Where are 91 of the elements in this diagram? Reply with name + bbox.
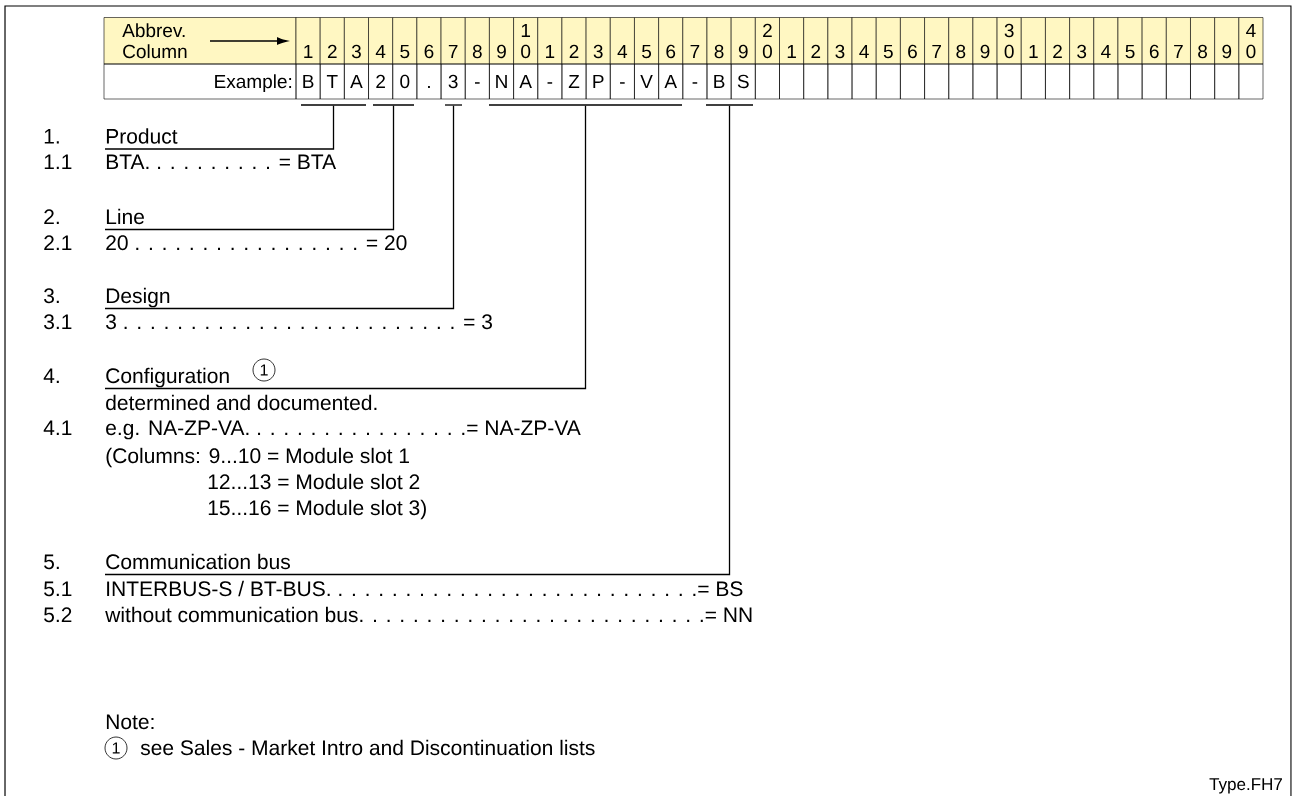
column-number-cell: 7 (1166, 17, 1191, 65)
code-letter-cell: - (610, 63, 635, 100)
column-number-cell: 4 (610, 17, 635, 65)
column-number-cell: 3 (1069, 17, 1095, 65)
code-line: 3 . . . . . . . . . . . . . . . . . . . . . . . . . = 3 (106, 314, 492, 330)
column-number-cell: 6 (900, 17, 925, 65)
column-number-cell: 1 (1020, 17, 1046, 65)
code-letter-cell: - (537, 63, 563, 100)
code-letter-cell: Z (561, 63, 587, 100)
item-number: 2. (44, 209, 59, 224)
section-heading: Design (106, 287, 170, 308)
item-number: 5.1 (44, 581, 72, 597)
item-number: 1.1 (44, 154, 72, 169)
column-number-cell: 6 (658, 17, 684, 65)
column-number-cell: 2 (803, 17, 829, 65)
column-number-cell: 9 (1214, 17, 1240, 65)
code-letter-cell: . (416, 63, 442, 100)
code-letter-cell: A (658, 63, 684, 100)
column-number-cell: 1 (295, 17, 321, 65)
code-letter-cell: A (344, 63, 369, 100)
callout-number: 1 (252, 358, 276, 382)
document-id: Type.FH7 (1209, 778, 1282, 794)
column-number-cell: 8 (706, 17, 732, 65)
column-number-cell: 5 (875, 17, 901, 65)
note-text: see Sales - Market Intro and Discontinuation lists (140, 739, 595, 756)
code-letter-cell: - (682, 63, 708, 100)
code-letter-cell: P (585, 63, 611, 100)
code-letter-cell: V (634, 63, 659, 100)
column-number-cell: 3 (344, 17, 369, 65)
item-number: 5. (44, 554, 59, 570)
code-letter-cell: T (319, 63, 345, 100)
column-note: 15...16 = Module slot 3) (208, 499, 426, 520)
item-number: 4.1 (43, 420, 72, 435)
item-number: 3.1 (44, 314, 72, 330)
column-number-cell: 2 (319, 17, 345, 65)
column-number-cell: 5 (392, 17, 418, 65)
code-line: without communication bus. . . . . . . . . . . . . . . . . . . . . . . . . .= NN (105, 606, 752, 623)
code-letter-cell: A (513, 63, 539, 100)
item-number: 2.1 (44, 235, 72, 250)
column-number-cell: 2 0 (755, 17, 780, 65)
description-text: determined and documented. (106, 394, 377, 411)
column-number-cell: 3 0 (996, 17, 1022, 65)
section-heading: Communication bus (106, 553, 290, 570)
code-letter-cell: - (464, 63, 490, 100)
section-heading: Line (106, 208, 144, 225)
leader-line (104, 105, 587, 390)
code-letter-cell: N (489, 63, 514, 100)
example-cell: Example: (103, 63, 297, 100)
leader-line (104, 105, 335, 150)
column-number-cell: 4 (851, 17, 877, 65)
leader-line (104, 105, 731, 576)
note-label: Note: (106, 714, 154, 730)
column-number-cell: 1 0 (513, 17, 539, 65)
column-number-cell: 7 (440, 17, 466, 65)
code-line: BTA. . . . . . . . . . = BTA (106, 154, 337, 169)
column-note: (Columns: 9...10 = Module slot 1 (106, 447, 409, 468)
column-number-cell: 9 (730, 17, 756, 65)
column-number-cell: 3 (585, 17, 611, 65)
code-letter-cell: 0 (392, 63, 418, 100)
item-number: 4. (43, 368, 59, 383)
column-number-cell: 7 (682, 17, 708, 65)
column-number-cell: 1 (537, 17, 563, 65)
column-note: 12...13 = Module slot 2 (208, 473, 420, 490)
column-number-cell: 8 (948, 17, 974, 65)
column-number-cell: 7 (924, 17, 950, 65)
section-heading: Configuration (106, 367, 229, 388)
column-number-cell: 1 (779, 17, 804, 65)
code-line: 20 . . . . . . . . . . . . . . . . . = 20 (106, 235, 407, 251)
callout-number: 1 (104, 736, 128, 760)
item-number: 3. (44, 288, 59, 304)
column-number-cell: 2 (1045, 17, 1070, 65)
column-number-cell: 8 (464, 17, 490, 65)
code-letter-cell: 2 (368, 63, 393, 100)
item-number: 5.2 (44, 607, 72, 623)
leader-line (104, 105, 395, 231)
column-number-cell: 8 (1190, 17, 1215, 65)
code-letter-cell: S (730, 63, 756, 100)
code-line: INTERBUS-S / BT-BUS. . . . . . . . . . . . . . . . . . . . . . . . . . . .= BS (107, 580, 743, 597)
code-letter-cell: 3 (440, 63, 466, 100)
column-number-cell: 4 (368, 17, 393, 65)
code-letter-cell: B (295, 63, 321, 100)
column-number-cell: 6 (1141, 17, 1167, 65)
code-line: e.g. NA-ZP-VA. . . . . . . . . . . . . . . . .= NA-ZP-VA (106, 420, 581, 440)
code-letter-cell: B (706, 63, 732, 100)
column-number-cell: 5 (634, 17, 659, 65)
column-number-cell: 9 (489, 17, 514, 65)
column-number-cell: 4 0 (1238, 17, 1264, 65)
section-heading: Product (106, 128, 178, 144)
column-number-cell: 4 (1093, 17, 1119, 65)
item-number: 1. (44, 129, 59, 144)
leader-line (104, 105, 455, 310)
